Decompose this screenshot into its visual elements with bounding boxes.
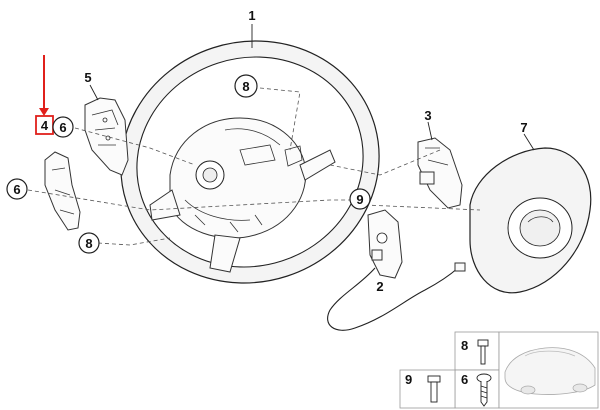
label-part-1: 1 [248,8,255,23]
part-4-trim [44,151,81,231]
legend-label-8: 8 [461,338,468,353]
screw-6-icon [476,373,492,407]
label-part-9: 9 [356,192,363,207]
part-3-button-cover [417,121,463,209]
legend-label-9: 9 [405,372,412,387]
part-2-switch [327,209,466,331]
car-silhouette-icon [504,347,596,395]
label-part-3: 3 [424,108,431,123]
label-part-7: 7 [520,120,527,135]
label-part-8-bottom: 8 [85,236,92,251]
label-part-6-left: 6 [13,182,20,197]
label-part-8-top: 8 [242,79,249,94]
screw-9-icon [427,375,441,403]
label-part-2: 2 [376,279,383,294]
label-part-5: 5 [84,70,91,85]
fastener-legend: 8 6 9 [399,331,599,409]
part-7-airbag [469,133,592,294]
legend-label-6: 6 [461,372,468,387]
label-part-6-top: 6 [59,120,66,135]
screw-8-icon [477,339,489,365]
part-5-cover [84,84,129,176]
label-part-4: 4 [41,118,49,133]
steering-wheel [120,24,380,284]
leader-lines [27,87,481,246]
